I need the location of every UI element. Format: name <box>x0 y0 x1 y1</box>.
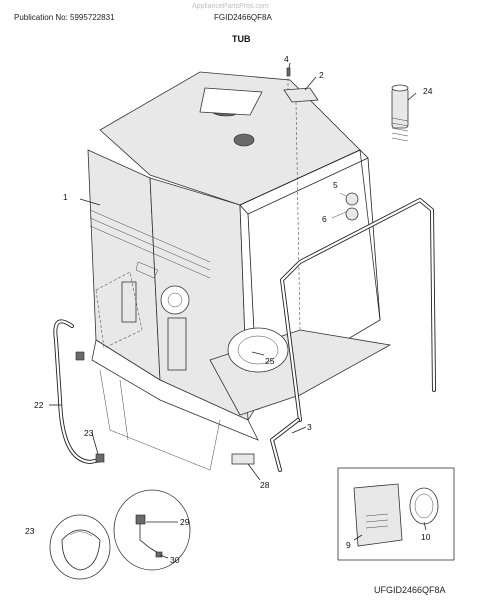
callout-30: 30 <box>170 555 180 565</box>
callout-5: 5 <box>333 180 338 190</box>
callout-1: 1 <box>63 192 68 202</box>
filter-ring-10 <box>409 487 439 525</box>
callout-4: 4 <box>284 54 289 64</box>
callout-28: 28 <box>260 480 270 490</box>
callout-25: 25 <box>265 356 275 366</box>
wire-harness <box>139 522 161 555</box>
connector-30 <box>155 551 163 558</box>
callout-22: 22 <box>34 400 44 410</box>
part-24-sleeve <box>391 84 409 142</box>
callout-6: 6 <box>322 214 327 224</box>
callout-23-main: 23 <box>84 428 94 438</box>
inset-clamp <box>61 529 101 571</box>
drain-hose <box>53 319 102 464</box>
diagram-title: TUB <box>232 34 251 44</box>
callout-2: 2 <box>319 70 324 80</box>
connector-29 <box>135 514 146 525</box>
bracket-28 <box>231 453 255 465</box>
model-number: FGID2466QF8A <box>214 13 272 22</box>
tub-base-frame <box>91 339 259 441</box>
top-bracket-group <box>283 67 319 331</box>
bracket-screw <box>286 67 291 77</box>
grommet-6 <box>345 207 359 221</box>
hose-clip <box>75 351 85 361</box>
footer-model-code: UFGID2466QF8A <box>374 585 446 595</box>
callout-23-inset: 23 <box>25 526 35 536</box>
top-bracket <box>283 87 319 103</box>
callout-24: 24 <box>423 86 433 96</box>
watermark: AppliancePartsPros.com <box>192 3 269 10</box>
callout-29: 29 <box>180 517 190 527</box>
inset-harness-outline <box>113 489 191 571</box>
dispenser-bracket <box>167 317 187 371</box>
top-hole <box>233 133 255 147</box>
callout-10: 10 <box>421 532 431 542</box>
detergent-dispenser <box>160 285 190 315</box>
callout-9: 9 <box>346 540 351 550</box>
grommet-5 <box>345 192 359 206</box>
callout-labels: 1 2 3 4 5 6 9 10 22 23 23 24 25 28 29 30 <box>25 54 433 565</box>
hose-clamp-small <box>95 453 105 463</box>
inset-clamp-outline <box>49 514 111 580</box>
sump-area <box>227 327 289 373</box>
publication-number: Publication No: 5995722831 <box>14 13 115 22</box>
callout-3: 3 <box>307 422 312 432</box>
front-latch-bracket <box>121 281 137 323</box>
leader-lines <box>49 62 427 559</box>
front-clip <box>135 261 159 279</box>
top-recess <box>199 87 263 116</box>
tub-assembly <box>87 71 392 471</box>
